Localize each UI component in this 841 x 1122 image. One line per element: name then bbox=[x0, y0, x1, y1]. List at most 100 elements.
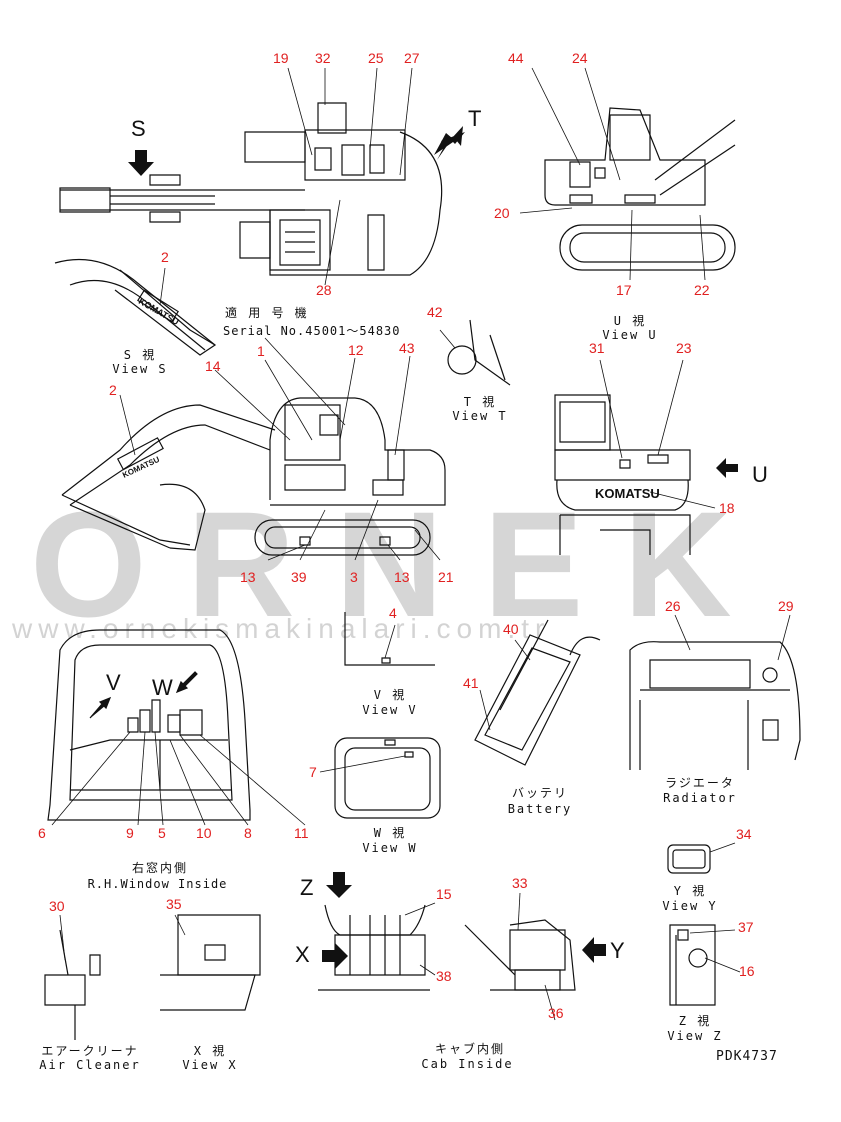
callout-17: 17 bbox=[616, 282, 632, 298]
caption-view-v: View V bbox=[362, 703, 418, 717]
view-z-arrow-icon bbox=[326, 872, 352, 898]
callout-12: 12 bbox=[348, 342, 364, 358]
view-x-drawing bbox=[160, 915, 260, 1010]
caption-view-w: View W bbox=[362, 841, 418, 855]
drawing-code: PDK4737 bbox=[716, 1049, 778, 1064]
view-letter-y: Y bbox=[610, 938, 625, 963]
watermark-url: www.ornekismakinalari.com.tr bbox=[12, 613, 551, 644]
callout-20: 20 bbox=[494, 205, 510, 221]
callout-21: 21 bbox=[438, 569, 454, 585]
view-letter-x: X bbox=[295, 942, 310, 967]
view-letter-s: S bbox=[131, 116, 146, 141]
callout-8: 8 bbox=[244, 825, 252, 841]
callout-29: 29 bbox=[778, 598, 794, 614]
callout-6: 6 bbox=[38, 825, 46, 841]
callout-18: 18 bbox=[719, 500, 735, 516]
cab-inside-side-drawing bbox=[465, 920, 575, 990]
caption-air-cleaner-jp: エアークリーナ bbox=[41, 1044, 139, 1058]
caption-view-u: View U bbox=[602, 328, 658, 342]
caption-view-s-jp: S 視 bbox=[123, 348, 157, 362]
radiator-drawing bbox=[630, 642, 800, 770]
view-t-detail bbox=[448, 320, 510, 385]
callout-27: 27 bbox=[404, 50, 420, 66]
caption-view-z-jp: Z 視 bbox=[678, 1014, 712, 1028]
view-u-rear-drawing bbox=[555, 395, 690, 555]
callout-1: 1 bbox=[257, 343, 265, 359]
view-letter-t: T bbox=[468, 106, 482, 131]
side-view-top-right bbox=[545, 108, 735, 270]
caption-view-v-jp: V 視 bbox=[373, 688, 407, 702]
callout-25: 25 bbox=[368, 50, 384, 66]
callout-2-top: 2 bbox=[161, 249, 169, 265]
callout-44: 44 bbox=[508, 50, 524, 66]
callout-37: 37 bbox=[738, 919, 754, 935]
rh-window-drawing bbox=[48, 630, 250, 820]
callout-22: 22 bbox=[694, 282, 710, 298]
view-y-arrow-icon bbox=[582, 937, 606, 963]
callout-19: 19 bbox=[273, 50, 289, 66]
view-y-drawing bbox=[668, 845, 710, 873]
serial-label-jp: 適 用 号 機 bbox=[225, 306, 309, 320]
callout-13-right: 13 bbox=[394, 569, 410, 585]
cab-inside-front-drawing bbox=[318, 905, 430, 990]
caption-view-z: View Z bbox=[667, 1029, 723, 1043]
caption-cab-inside-jp: キャブ内側 bbox=[434, 1042, 505, 1056]
callout-42: 42 bbox=[427, 304, 443, 320]
callout-40: 40 bbox=[503, 621, 519, 637]
caption-window-jp: 右窓内側 bbox=[131, 861, 188, 875]
view-letter-z: Z bbox=[300, 875, 314, 900]
callout-32: 32 bbox=[315, 50, 331, 66]
view-letter-v: V bbox=[106, 670, 121, 695]
caption-view-x-jp: X 視 bbox=[193, 1044, 227, 1058]
view-u-arrow-icon bbox=[716, 458, 738, 478]
callout-3: 3 bbox=[350, 569, 358, 585]
main-excavator-drawing bbox=[62, 398, 445, 555]
view-x-arrow-icon bbox=[322, 943, 348, 969]
callout-14: 14 bbox=[205, 358, 221, 374]
air-cleaner-drawing bbox=[45, 930, 100, 1040]
callout-43: 43 bbox=[399, 340, 415, 356]
caption-view-x: View X bbox=[182, 1058, 238, 1072]
view-z-drawing bbox=[670, 925, 715, 1005]
caption-view-s: View S bbox=[112, 362, 168, 376]
callout-41: 41 bbox=[463, 675, 479, 691]
callout-33: 33 bbox=[512, 875, 528, 891]
callout-13-left: 13 bbox=[240, 569, 256, 585]
callout-39: 39 bbox=[291, 569, 307, 585]
caption-view-u-jp: U 視 bbox=[613, 314, 647, 328]
callout-16: 16 bbox=[739, 963, 755, 979]
view-v-arrow-icon bbox=[90, 698, 110, 718]
view-s-arrow-icon bbox=[128, 150, 154, 176]
top-view-drawing bbox=[60, 103, 442, 275]
view-letter-u: U bbox=[752, 462, 768, 487]
callout-24: 24 bbox=[572, 50, 588, 66]
caption-view-y-jp: Y 視 bbox=[673, 884, 707, 898]
caption-air-cleaner: Air Cleaner bbox=[39, 1058, 141, 1072]
boom-detail-view-s bbox=[55, 259, 215, 355]
view-w-drawing bbox=[335, 738, 440, 818]
serial-number-range: Serial No.45001～54830 bbox=[223, 324, 401, 338]
view-v-drawing bbox=[345, 612, 435, 665]
komatsu-decal-rear: KOMATSU bbox=[595, 486, 660, 501]
caption-cab-inside: Cab Inside bbox=[421, 1057, 514, 1071]
callout-31: 31 bbox=[589, 340, 605, 356]
callout-4: 4 bbox=[389, 605, 397, 621]
callout-35: 35 bbox=[166, 896, 182, 912]
view-w-arrow-icon bbox=[177, 672, 197, 692]
caption-view-w-jp: W 視 bbox=[373, 826, 407, 840]
callout-leader-lines bbox=[52, 68, 790, 1020]
callout-34: 34 bbox=[736, 826, 752, 842]
caption-view-t-jp: T 視 bbox=[463, 395, 497, 409]
callout-11: 11 bbox=[294, 825, 309, 841]
callout-23: 23 bbox=[676, 340, 692, 356]
callout-15: 15 bbox=[436, 886, 452, 902]
callout-36: 36 bbox=[548, 1005, 564, 1021]
callout-5: 5 bbox=[158, 825, 166, 841]
caption-radiator: Radiator bbox=[663, 791, 737, 805]
callout-9: 9 bbox=[126, 825, 134, 841]
callout-38: 38 bbox=[436, 968, 452, 984]
caption-battery-jp: バッテリ bbox=[511, 786, 568, 800]
caption-view-t: View T bbox=[452, 409, 508, 423]
callout-26: 26 bbox=[665, 598, 681, 614]
